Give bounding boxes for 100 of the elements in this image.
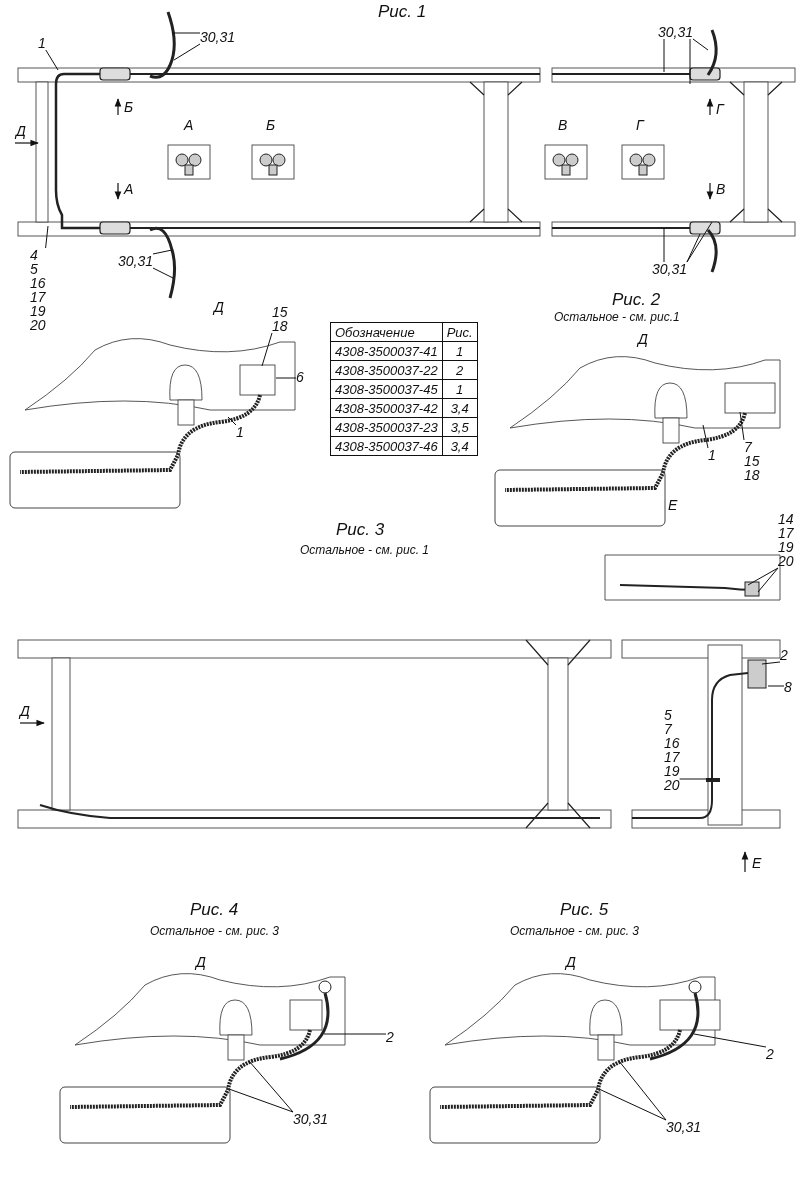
part-number: 4308-3500037-22 [330,360,443,380]
figure-reference: 2 [442,360,478,380]
view-letter: Д [638,332,648,347]
view-letter: Д [196,955,206,970]
leader-line [152,249,173,255]
leader-line [663,227,665,263]
callout-number: 17 [778,526,794,540]
figure-caption: Рис. 1 [378,2,427,21]
view-letter: Г [716,102,724,117]
view-letter: В [716,182,726,197]
view-letter: Е [668,498,678,513]
leader-line [689,38,691,85]
note: Остальное - см. рис. 3 [510,924,639,939]
callout-number: 30,31 [666,1120,702,1134]
leader-line [227,416,237,426]
leader-line [323,1033,387,1035]
figure-caption: Рис. 3 [336,520,385,539]
callout-number: 17 [664,750,680,764]
view-letter: А [184,118,194,133]
hose [279,992,330,1061]
callout-number: 16 [30,276,46,290]
leader-line [152,267,174,279]
callout-number: 2 [766,1047,774,1061]
part-number: 4308-3500037-23 [330,417,443,437]
leader-line [686,221,713,263]
leader-line [618,1060,667,1121]
callout-number: 6 [296,370,304,384]
view-letter: А [124,182,134,197]
note: Остальное - см. рис.1 [554,310,680,325]
leader-line [663,38,665,73]
callout-number: 30,31 [293,1112,329,1126]
callout-number: 16 [664,736,680,750]
callout-number: 30,31 [658,25,694,39]
callout-number: 5 [30,262,39,276]
figure-caption: Рис. 2 [612,290,661,309]
hose [649,992,700,1061]
leader-line [598,1088,667,1121]
view-letter: Г [636,118,644,133]
callout-number: 30,31 [118,254,154,268]
figure-reference: 3,4 [442,398,478,418]
callout-number: 19 [664,764,680,778]
callout-number: 18 [272,319,288,333]
figure-reference: 1 [442,379,478,399]
view-letter: Д [214,300,224,315]
figure-reference: 3,5 [442,417,478,437]
leader-line [693,1033,767,1048]
callout-number: 30,31 [652,262,688,276]
callout-number: 15 [744,454,760,468]
note: Остальное - см. рис. 1 [300,543,429,558]
part-number: 4308-3500037-46 [330,436,443,456]
callout-number: 8 [784,680,792,694]
leader-line [228,1088,294,1113]
leader-line [173,43,201,61]
leader-line [261,332,273,367]
column-header: Рис. [442,322,478,342]
leader-line [702,424,709,449]
callout-number: 20 [778,554,794,568]
view-letter: Е [752,856,762,871]
figure-caption: Рис. 5 [560,900,609,919]
view-letter: Б [266,118,276,133]
callout-number: 7 [664,722,673,736]
leader-line [757,567,779,593]
leader-line [767,685,785,687]
note: Остальное - см. рис. 3 [150,924,279,939]
leader-line [248,1060,294,1113]
leader-line [761,661,781,665]
figure-reference: 1 [442,341,478,361]
callout-number: 5 [664,708,673,722]
leader-line [739,411,745,441]
leader-line [275,377,297,379]
view-letter: Б [124,100,134,115]
column-header: Обозначение [330,322,443,342]
view-letter: В [558,118,568,133]
leader-line [45,225,49,249]
view-letter: Д [20,704,30,719]
callout-number: 20 [664,778,680,792]
callout-number: 17 [30,290,46,304]
callout-number: 15 [272,305,288,319]
callout-number: 2 [386,1030,394,1044]
callout-number: 4 [30,248,39,262]
view-letter: Д [16,124,26,139]
callout-number: 1 [236,425,244,439]
figure-caption: Рис. 4 [190,900,239,919]
part-number: 4308-3500037-42 [330,398,443,418]
callout-number: 2 [780,648,788,662]
callout-number: 19 [778,540,794,554]
leader-line [747,567,779,586]
figure-reference: 3,4 [442,436,478,456]
callout-number: 7 [744,440,753,454]
leader-line [45,49,59,71]
leader-line [679,778,713,780]
callout-number: 30,31 [200,30,236,44]
leader-line [686,233,701,263]
callout-number: 19 [30,304,46,318]
callout-number: 1 [708,448,716,462]
view-letter: Д [566,955,576,970]
callout-number: 1 [38,36,46,50]
callout-number: 20 [30,318,46,332]
leader-line [171,32,201,34]
callout-number: 14 [778,512,794,526]
